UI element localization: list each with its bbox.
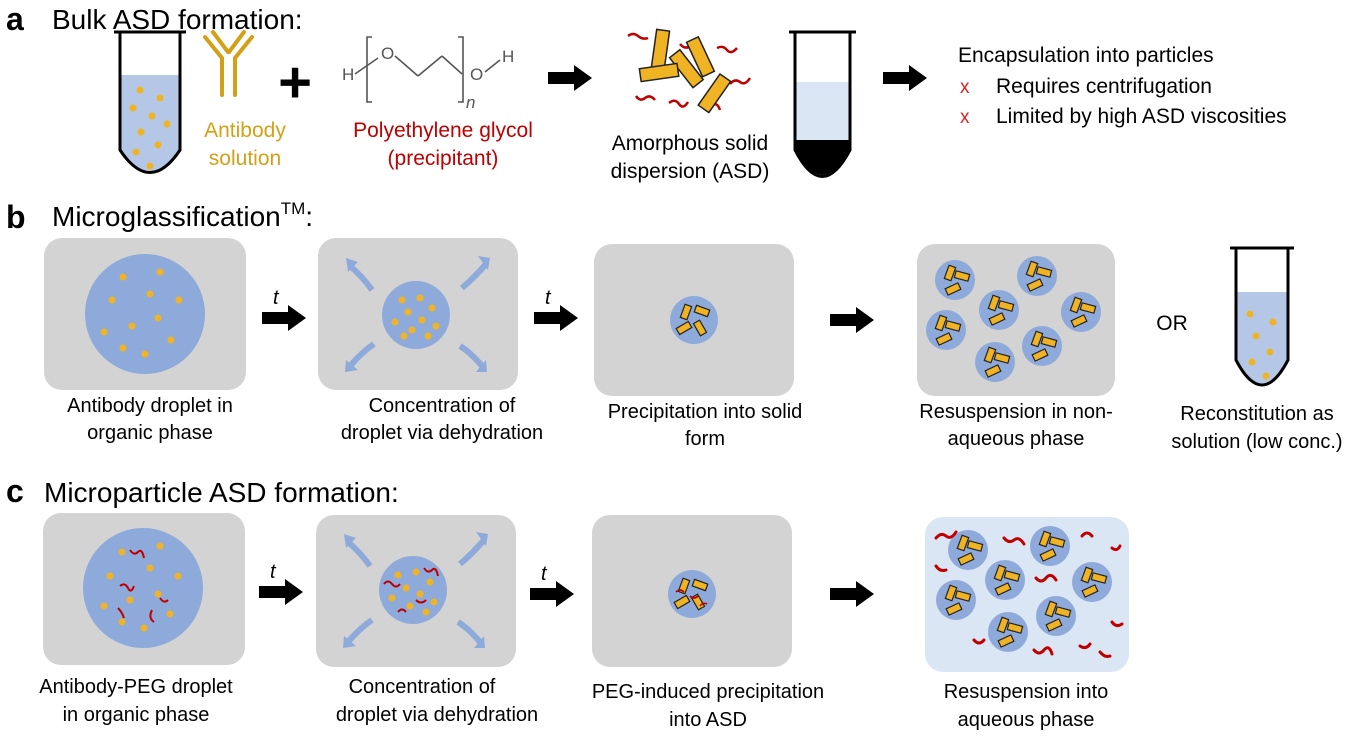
c-step4-line2: aqueous phase bbox=[958, 709, 1095, 731]
plus-sign: + bbox=[278, 50, 312, 115]
c-step4-panel bbox=[925, 517, 1129, 672]
svg-text:n: n bbox=[466, 93, 475, 112]
b-step4-line2: aqueous phase bbox=[948, 428, 1085, 450]
peg-structure: H O n O H bbox=[342, 36, 514, 112]
panel-a-letter: a bbox=[6, 1, 24, 37]
c-step2-panel bbox=[316, 515, 516, 667]
svg-text:O: O bbox=[470, 65, 483, 84]
peg-label-1: Polyethylene glycol bbox=[353, 119, 533, 142]
arrow-b1 bbox=[262, 305, 306, 331]
c-time-2: t bbox=[541, 563, 548, 585]
svg-text:O: O bbox=[381, 44, 394, 63]
antibody-label-1: Antibody bbox=[204, 119, 286, 142]
c-step2-line2: droplet via dehydration bbox=[336, 704, 538, 726]
b-step2-line2: droplet via dehydration bbox=[341, 422, 543, 444]
b-step3-line2: form bbox=[685, 428, 725, 450]
con-1-text: Requires centrifugation bbox=[996, 75, 1212, 98]
panel-a-title: Bulk ASD formation: bbox=[52, 4, 303, 35]
c-step3-panel bbox=[592, 515, 792, 667]
asd-cluster bbox=[627, 28, 752, 114]
b-step5-line2: solution (low conc.) bbox=[1171, 431, 1342, 453]
panel-c-letter: c bbox=[6, 473, 24, 509]
c-step1-line2: in organic phase bbox=[63, 704, 210, 726]
b-step4-line1: Resuspension in non- bbox=[919, 401, 1112, 423]
arrow-a2 bbox=[883, 65, 927, 91]
or-label: OR bbox=[1156, 312, 1188, 335]
b-step3-panel bbox=[594, 244, 794, 396]
antibody-label-2: solution bbox=[209, 147, 281, 170]
arrow-c1 bbox=[259, 579, 303, 605]
b-time-2: t bbox=[545, 287, 552, 309]
c-step3-line1: PEG-induced precipitation bbox=[592, 681, 824, 703]
antibody-icon bbox=[203, 30, 254, 97]
b-step2-panel bbox=[318, 238, 518, 390]
con-1-mark: x bbox=[960, 77, 970, 98]
b-step3-line1: Precipitation into solid bbox=[608, 401, 803, 423]
panel-b-letter: b bbox=[6, 199, 26, 235]
asd-label-1: Amorphous solid bbox=[612, 132, 768, 155]
arrow-b3 bbox=[830, 307, 874, 333]
antibody-tube bbox=[114, 30, 186, 174]
c-step1-panel bbox=[43, 513, 245, 665]
arrow-b2 bbox=[534, 305, 578, 331]
arrow-a1 bbox=[548, 65, 592, 91]
reconstitution-tube bbox=[1230, 246, 1294, 387]
c-step4-line1: Resuspension into bbox=[944, 681, 1109, 703]
svg-text:H: H bbox=[342, 65, 354, 84]
panel-b-title: MicroglassificationTM: bbox=[52, 199, 313, 232]
centrifuged-tube bbox=[789, 30, 856, 178]
panel-c-title: Microparticle ASD formation: bbox=[44, 477, 399, 508]
b-step4-panel bbox=[917, 244, 1115, 396]
c-step3-line2: into ASD bbox=[669, 709, 747, 731]
b-step5-line1: Reconstitution as bbox=[1180, 403, 1333, 425]
b-step1-panel bbox=[44, 238, 246, 390]
asd-label-2: dispersion (ASD) bbox=[611, 160, 770, 183]
b-step2-line1: Concentration of bbox=[369, 395, 516, 417]
b-time-1: t bbox=[273, 287, 280, 309]
c-step2-line1: Concentration of bbox=[349, 676, 496, 698]
con-2-mark: x bbox=[960, 107, 970, 128]
b-step1-line1: Antibody droplet in bbox=[67, 395, 233, 417]
con-2-text: Limited by high ASD viscosities bbox=[996, 105, 1287, 128]
peg-label-2: (precipitant) bbox=[388, 147, 499, 170]
c-step1-line1: Antibody-PEG droplet bbox=[39, 676, 233, 698]
c-time-1: t bbox=[270, 561, 277, 583]
arrow-c3 bbox=[830, 581, 874, 607]
b-step1-line2: organic phase bbox=[87, 422, 213, 444]
svg-text:H: H bbox=[502, 47, 514, 66]
result-heading: Encapsulation into particles bbox=[958, 44, 1214, 67]
arrow-c2 bbox=[530, 581, 574, 607]
